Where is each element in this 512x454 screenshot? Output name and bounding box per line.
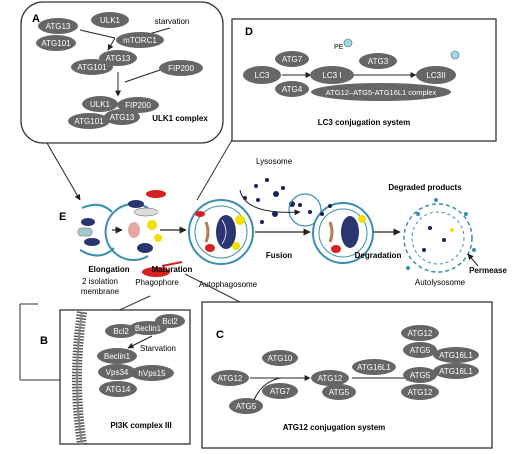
mtorc1-node: mTORC1 [123, 36, 157, 45]
panel-c-atg12-conjugation: C ATG10 ATG12 ATG7 ATG5 ATG12 ATG5 ATG16… [184, 273, 493, 449]
atg101-node-3: ATG101 [74, 117, 104, 126]
complex-atg12-bottom: ATG12 [408, 388, 433, 397]
autophagosome [188, 199, 254, 265]
complex-atg16l1-top: ATG16L1 [439, 351, 473, 360]
atg16l1-node: ATG16L1 [357, 363, 391, 372]
phagophore [104, 190, 183, 277]
lysosome-vesicles [243, 178, 322, 227]
autolysosome-label: Autolysosome [415, 278, 466, 287]
isolation-membrane [77, 203, 115, 257]
ulk1-node: ULK1 [100, 16, 121, 25]
vps34-node: Vps34 [106, 368, 129, 377]
lc3-node: LC3 [255, 71, 270, 80]
atg12-node-b: ATG12 [318, 374, 343, 383]
degraded-products-label: Degraded products [388, 183, 462, 192]
panel-a-caption: ULK1 complex [152, 114, 208, 123]
atg13-node-3: ATG13 [110, 113, 135, 122]
lc3-ii-node: LC3II [426, 71, 445, 80]
panel-a-letter: A [32, 13, 40, 25]
hvps15-node: hVps15 [138, 369, 166, 378]
panel-e-letter: E [59, 211, 66, 223]
atg5-node-b: ATG5 [329, 388, 350, 397]
complex-atg12-top: ATG12 [408, 329, 433, 338]
beclin1-node-1: Beclin1 [135, 324, 162, 333]
lc3-i-node: LC3 I [322, 71, 341, 80]
panel-c-letter: C [216, 329, 224, 341]
atg4-node: ATG4 [282, 85, 303, 94]
maturation-label: Maturation [152, 265, 193, 274]
panel-b-letter: B [40, 335, 48, 347]
permease-label: Permease [469, 266, 507, 275]
atg101-node-2: ATG101 [77, 63, 107, 72]
atg13-node: ATG13 [46, 22, 71, 31]
lysosome-label: Lysosome [256, 157, 293, 166]
starvation-label-b: Starvation [140, 344, 176, 353]
atg7-node: ATG7 [282, 55, 303, 64]
atg14-node: ATG14 [106, 385, 131, 394]
atg7-node-c: ATG7 [270, 387, 291, 396]
panel-b-caption: PI3K complex III [110, 421, 171, 430]
panel-b-pi3k-complex: B Bcl2 Beclin1 Bcl2 Starvation Beclin1 V… [19, 295, 191, 445]
atg5-node: ATG5 [236, 402, 257, 411]
atg12-atg5-atg16l1-complex-node: ATG12–ATG5-ATG16L1 complex [326, 88, 437, 97]
panel-c-caption: ATG12 conjugation system [283, 423, 386, 432]
atg3-node: ATG3 [368, 57, 389, 66]
autolysosome [403, 198, 476, 273]
complex-atg5-bottom: ATG5 [410, 371, 431, 380]
bcl2-node-1: Bcl2 [113, 327, 129, 336]
isolation-membrane-label-line1: 2 isolation [82, 277, 118, 286]
panel-a-ulk1-complex: A starvation ATG13 ULK1 ATG101 mTORC1 AT… [20, 1, 224, 144]
complex-atg16l1-bottom: ATG16L1 [439, 367, 473, 376]
degradation-label: Degradation [355, 251, 402, 260]
starvation-label: starvation [155, 17, 190, 26]
panel-e-autophagy-pathway: E Lysosome Degraded products [59, 139, 507, 296]
fip200-node-2: FIP200 [125, 101, 151, 110]
beclin1-node: Beclin1 [104, 352, 131, 361]
atg10-node: ATG10 [268, 354, 293, 363]
phagophore-label: Phagophore [135, 278, 179, 287]
fused-autolysosome [312, 202, 374, 264]
fip200-node: FIP200 [168, 64, 194, 73]
ulk1-node-2: ULK1 [90, 100, 111, 109]
autophagosome-label: Autophagosome [199, 280, 258, 289]
panel-d-letter: D [245, 26, 253, 38]
elongation-label: Elongation [88, 265, 129, 274]
fusion-label: Fusion [266, 251, 292, 260]
panel-d-lc3-conjugation: D PE LC3 ATG7 ATG4 LC3 I ATG3 LC3II ATG1… [231, 18, 497, 142]
pe-label: PE [334, 44, 344, 51]
bcl2-node-2: Bcl2 [162, 317, 178, 326]
atg101-node: ATG101 [41, 39, 71, 48]
atg12-node: ATG12 [218, 374, 243, 383]
panel-d-caption: LC3 conjugation system [318, 118, 410, 127]
atg13-node-2: ATG13 [106, 54, 131, 63]
complex-atg5-top: ATG5 [410, 346, 431, 355]
isolation-membrane-label-line2: membrane [81, 287, 120, 296]
